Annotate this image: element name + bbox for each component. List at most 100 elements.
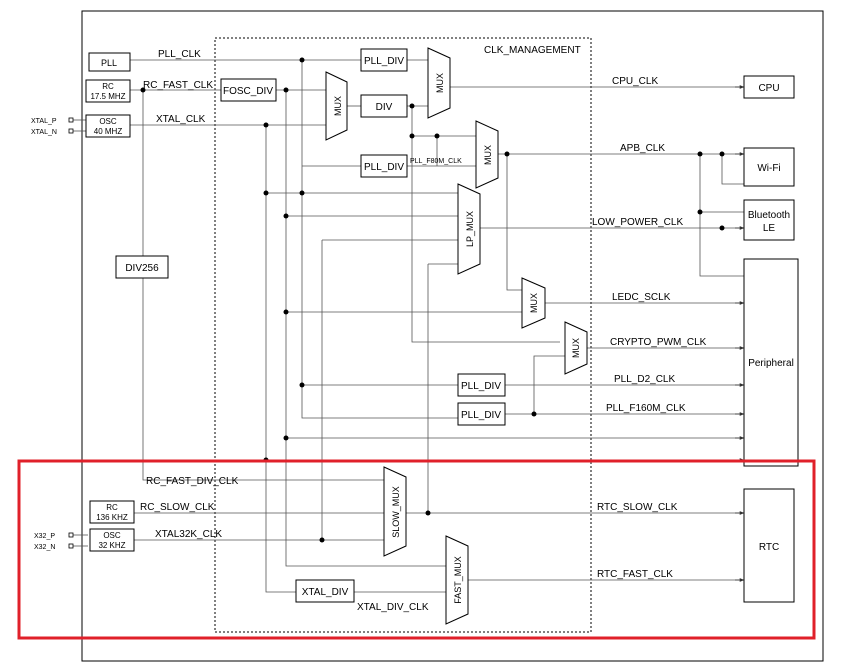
xtal-div-label: XTAL_DIV [302,587,349,598]
junction-dot [140,87,146,93]
x32-n-label: X32_N [34,544,55,551]
rtc-highlight-frame [17,459,816,640]
junction-dot [283,87,289,93]
junction-dot [409,103,415,109]
pll-div-label-f80m: PLL_DIV [364,162,404,173]
junction-dot [434,133,440,139]
pll-f160m-clk-label: PLL_F160M_CLK [606,403,686,414]
mux-apb-label: MUX [483,145,493,165]
pll-div-block-f160m [457,402,506,426]
fosc-div-label: FOSC_DIV [223,86,273,97]
rc-fast-div-clk-label: RC_FAST_DIV_CLK [146,476,239,487]
fast-mux-label: FAST_MUX [453,556,463,604]
wire-apb-wifi [699,154,744,277]
lp-mux-shape [457,183,481,275]
rc-fast-source-box [85,79,131,103]
mux-apb-shape [475,120,499,189]
wire-pll-branch [301,60,458,419]
mux-main-shape [325,71,348,141]
junction-dot [531,411,537,417]
xtal-n-pin [68,128,74,134]
pll-div-label-f160m: PLL_DIV [461,410,501,421]
x32-n-pin [68,543,74,549]
rc-fast-clk-label: RC_FAST_CLK [143,80,213,91]
rc-slow-clk-label: RC_SLOW_CLK [140,502,215,513]
pll-d2-clk-label: PLL_D2_CLK [614,374,675,385]
rc-fast-freq: 17.5 MHZ [90,92,125,101]
low-power-clk-label: LOW_POWER_CLK [592,217,683,228]
junction-dot [299,57,305,63]
cpu-clk-label: CPU_CLK [612,76,658,87]
wire-xtal-down [265,125,296,593]
clk-management-region [214,37,592,633]
xtal-p-pin [68,117,74,123]
bluetooth-box [743,199,795,241]
junction-dot [697,209,703,215]
junction-dot [263,190,269,196]
clk-management-label: CLK_MANAGEMENT [484,45,581,56]
pll-source-label: PLL [101,58,117,68]
div-label: DIV [376,102,393,113]
peripheral-label: Peripheral [748,358,794,369]
junction-dot [409,133,415,139]
pll-source-box [88,52,131,72]
pll-div-block-f80m [360,154,408,178]
mux-cpu-label: MUX [435,73,445,93]
junction-dot [283,213,289,219]
crypto-pwm-clk-label: CRYPTO_PWM_CLK [610,337,707,348]
xtal-n-label: XTAL_N [31,129,57,136]
wire-fosc-down [285,90,446,567]
xtal-clk-label: XTAL_CLK [156,114,206,125]
pll-div-block-d2 [457,373,506,397]
osc-32k-label: OSC [103,531,121,540]
osc-main-freq: 40 MHZ [94,127,123,136]
wifi-box [743,147,795,187]
fast-mux-shape [445,535,469,625]
wire-wifi-bt [721,154,744,185]
junction-dot [283,435,289,441]
pll-div-label-d2: PLL_DIV [461,381,501,392]
junction-dot [283,309,289,315]
wire-rc-fast-down [142,90,384,481]
rc-slow-source-box [89,500,135,524]
slow-mux-label: SLOW_MUX [391,486,401,538]
junction-dot [299,190,305,196]
junction-dot [719,225,725,231]
x32-p-pin [68,532,74,538]
rc-slow-label: RC [106,503,118,512]
junction-dot [697,151,703,157]
osc-main-label: OSC [99,117,117,126]
mux-ledc-shape [521,277,546,329]
junction-dot [299,382,305,388]
outer-frame [81,10,824,662]
lp-mux-label: LP_MUX [465,211,475,247]
xtal-div-clk-label: XTAL_DIV_CLK [357,602,429,613]
apb-clk-label: APB_CLK [620,143,665,154]
rtc-box [743,488,795,603]
wire-apb-down [506,154,522,291]
junction-dot [425,510,431,516]
rtc-fast-clk-label: RTC_FAST_CLK [597,569,673,580]
slow-mux-shape [383,466,407,557]
mux-ledc-label: MUX [529,293,539,313]
pll-f80m-clk-label: PLL_F80M_CLK [410,158,462,165]
pll-div-label-top: PLL_DIV [364,56,404,67]
wifi-label: Wi-Fi [757,163,780,174]
xtal-div-block [295,579,355,603]
div256-box [115,255,169,279]
osc-32k-source-box [89,528,135,552]
rc-fast-label: RC [102,82,114,91]
rc-slow-freq: 136 KHZ [96,513,128,522]
peripheral-box [743,258,799,467]
cpu-label: CPU [758,83,779,94]
rtc-slow-clk-label: RTC_SLOW_CLK [597,502,678,513]
rtc-label: RTC [759,542,779,553]
junction-dot [263,122,269,128]
xtal32k-clk-label: XTAL32K_CLK [155,529,222,540]
junction-dot [719,151,725,157]
fosc-div-block [220,78,277,102]
mux-main-label: MUX [333,96,343,116]
osc-main-source-box [85,114,131,138]
x32-p-label: X32_P [34,533,55,540]
